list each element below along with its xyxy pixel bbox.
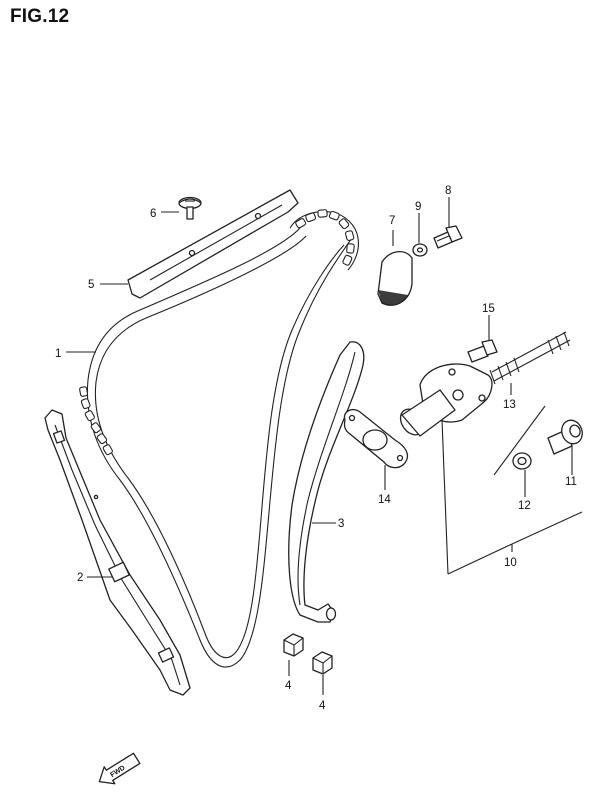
callout-11: 11: [565, 476, 577, 488]
chain-guide[interactable]: [288, 341, 365, 623]
callout-13: 13: [503, 399, 516, 411]
callout-3: 3: [338, 518, 344, 530]
cushion-right[interactable]: [312, 651, 333, 675]
callout-10: 10: [504, 557, 517, 569]
callout-9: 9: [415, 201, 421, 213]
leader-lines: [66, 197, 583, 695]
gasket[interactable]: [343, 408, 409, 469]
tensioner-guide[interactable]: [44, 409, 191, 696]
gasket-washer[interactable]: [512, 452, 532, 470]
tensioner-assembly[interactable]: [396, 363, 493, 439]
bolt[interactable]: [433, 225, 463, 249]
upper-chain-guide[interactable]: [127, 189, 299, 299]
tensioner-bolt[interactable]: [467, 339, 498, 363]
callout-15: 15: [482, 303, 495, 315]
fwd-arrow-icon: FWD: [98, 752, 141, 785]
guide-block[interactable]: [377, 251, 413, 306]
callout-14: 14: [378, 494, 391, 506]
washer[interactable]: [412, 243, 428, 257]
callout-7: 7: [389, 215, 395, 227]
callout-1: 1: [55, 348, 61, 360]
chain-links: [79, 209, 355, 456]
tensioner-spring[interactable]: [489, 331, 571, 385]
callout-5: 5: [88, 279, 94, 291]
callout-8: 8: [445, 185, 451, 197]
callout-4b: 4: [319, 700, 326, 712]
figure-title: FIG.12: [10, 6, 70, 27]
callout-12: 12: [518, 500, 531, 512]
callout-4a: 4: [285, 680, 292, 692]
cap-bolt[interactable]: [547, 417, 586, 455]
callout-6: 6: [150, 208, 156, 220]
callouts: 1 2 3 4 4 5 6 7 8 9 10 11 12 13 14 15: [55, 185, 577, 712]
callout-2: 2: [77, 572, 83, 584]
guide-screw[interactable]: [178, 196, 202, 220]
cushion-left[interactable]: [283, 633, 304, 657]
